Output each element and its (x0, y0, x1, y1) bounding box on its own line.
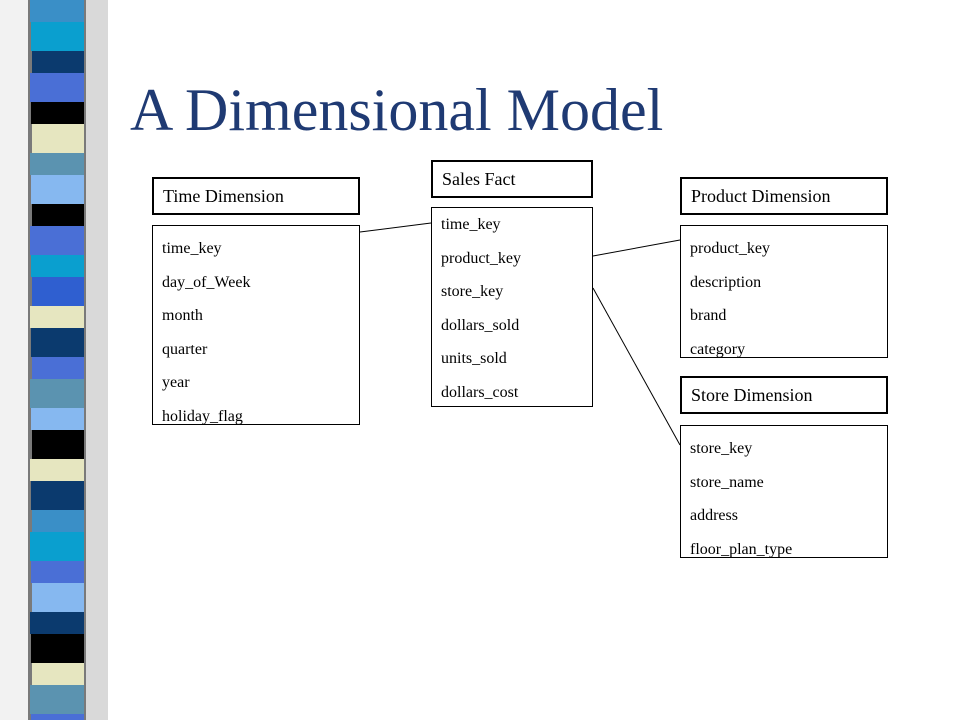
field-quarter: quarter (162, 340, 208, 358)
stripe-cell (31, 634, 84, 663)
stripe-cell (30, 612, 84, 634)
sales-fact-header: Sales Fact (431, 160, 593, 198)
stripe-cell (30, 379, 84, 408)
field-product-key: product_key (441, 249, 521, 267)
field-dollars-sold: dollars_sold (441, 316, 520, 334)
field-description: description (690, 273, 762, 291)
product-dimension-fields: product_key description brand category (680, 225, 888, 358)
field-store-key: store_key (441, 283, 504, 301)
field-address: address (690, 507, 738, 525)
stripe-cell (30, 0, 84, 22)
time-dimension-header: Time Dimension (152, 177, 360, 215)
stripe-cell (31, 255, 84, 277)
stripe-cell (32, 430, 84, 459)
stripe-cell (31, 22, 84, 51)
stripe-cell (32, 357, 84, 379)
decorative-stripe-bar (0, 0, 108, 720)
field-store-name: store_name (690, 473, 764, 491)
stripe-cell (31, 328, 84, 357)
stripe-cell (31, 102, 84, 124)
stripe-cell (32, 663, 84, 685)
field-product-key: product_key (690, 240, 770, 257)
stripe-cell (32, 51, 84, 73)
field-month: month (162, 307, 203, 325)
stripe-cell (32, 277, 84, 306)
link-sales-product (592, 239, 681, 257)
stripe-cell (30, 532, 84, 561)
link-sales-store (592, 287, 681, 446)
store-dimension-header: Store Dimension (680, 376, 888, 414)
field-category: category (690, 340, 746, 358)
field-time-key: time_key (441, 216, 501, 233)
stripe-cell (31, 714, 84, 720)
stripe-cell (30, 459, 84, 481)
stripe-cell (32, 124, 84, 153)
field-day-of-week: day_of_Week (162, 273, 251, 291)
stripe-cell (30, 73, 84, 102)
stripe-cell (32, 583, 84, 612)
field-store-key: store_key (690, 440, 753, 457)
stripe-cell (31, 175, 84, 204)
link-time-sales (359, 222, 432, 233)
product-dimension-header: Product Dimension (680, 177, 888, 215)
stripe-cell (32, 204, 84, 226)
field-holiday-flag: holiday_flag (162, 407, 243, 425)
stripe-cell (32, 510, 84, 532)
stripe-cell (31, 408, 84, 430)
stripe-cell (30, 306, 84, 328)
field-dollars-cost: dollars_cost (441, 383, 519, 401)
field-units-sold: units_sold (441, 350, 507, 368)
stripe-cell (30, 153, 84, 175)
field-floor-plan-type: floor_plan_type (690, 540, 793, 558)
stripe-cell (31, 481, 84, 510)
stripe-cell (30, 226, 84, 255)
stripe-cell (30, 685, 84, 714)
sales-fact-fields: time_key product_key store_key dollars_sold… (431, 207, 593, 407)
field-time-key: time_key (162, 240, 222, 257)
field-year: year (162, 374, 190, 392)
field-brand: brand (690, 307, 727, 325)
stripe-cell (31, 561, 84, 583)
page-title: A Dimensional Model (130, 77, 664, 143)
